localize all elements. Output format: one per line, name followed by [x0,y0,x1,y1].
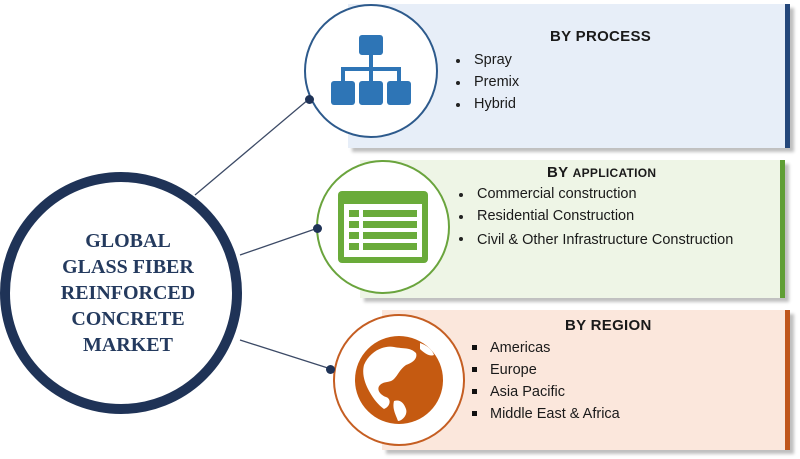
connector-process [194,98,310,196]
list-window-icon [338,191,428,263]
region-list: Americas Europe Asia Pacific Middle East… [470,337,620,425]
list-item: Spray [454,49,519,71]
list-item: Middle East & Africa [470,403,620,425]
region-title: BY REGION [565,317,652,334]
hierarchy-icon [331,35,411,105]
application-icon-circle [316,160,450,294]
list-item: Civil & Other Infrastructure Constructio… [457,227,733,253]
connector-dot-process [305,95,314,104]
connector-dot-application [313,224,322,233]
list-item: Commercial construction [457,183,733,205]
list-item: Premix [454,71,519,93]
connector-dot-region [326,365,335,374]
connector-region [239,339,332,370]
central-hub: GLOBAL GLASS FIBER REINFORCED CONCRETE M… [0,172,242,414]
process-title: BY PROCESS [550,28,652,45]
hub-title: GLOBAL GLASS FIBER REINFORCED CONCRETE M… [60,230,196,356]
globe-icon [355,336,443,424]
list-item: Europe [470,359,620,381]
list-item: Americas [470,337,620,359]
application-title: BY APPLICATION [547,164,656,181]
process-icon-circle [304,4,438,138]
application-title-suffix: APPLICATION [572,166,657,180]
region-icon-circle [333,314,465,446]
application-title-prefix: BY [547,164,573,181]
list-item: Hybrid [454,93,519,115]
list-item: Asia Pacific [470,381,620,403]
application-list: Commercial construction Residential Cons… [457,183,733,253]
list-item: Residential Construction [457,205,733,227]
process-list: Spray Premix Hybrid [454,49,519,115]
connector-application [239,227,319,256]
